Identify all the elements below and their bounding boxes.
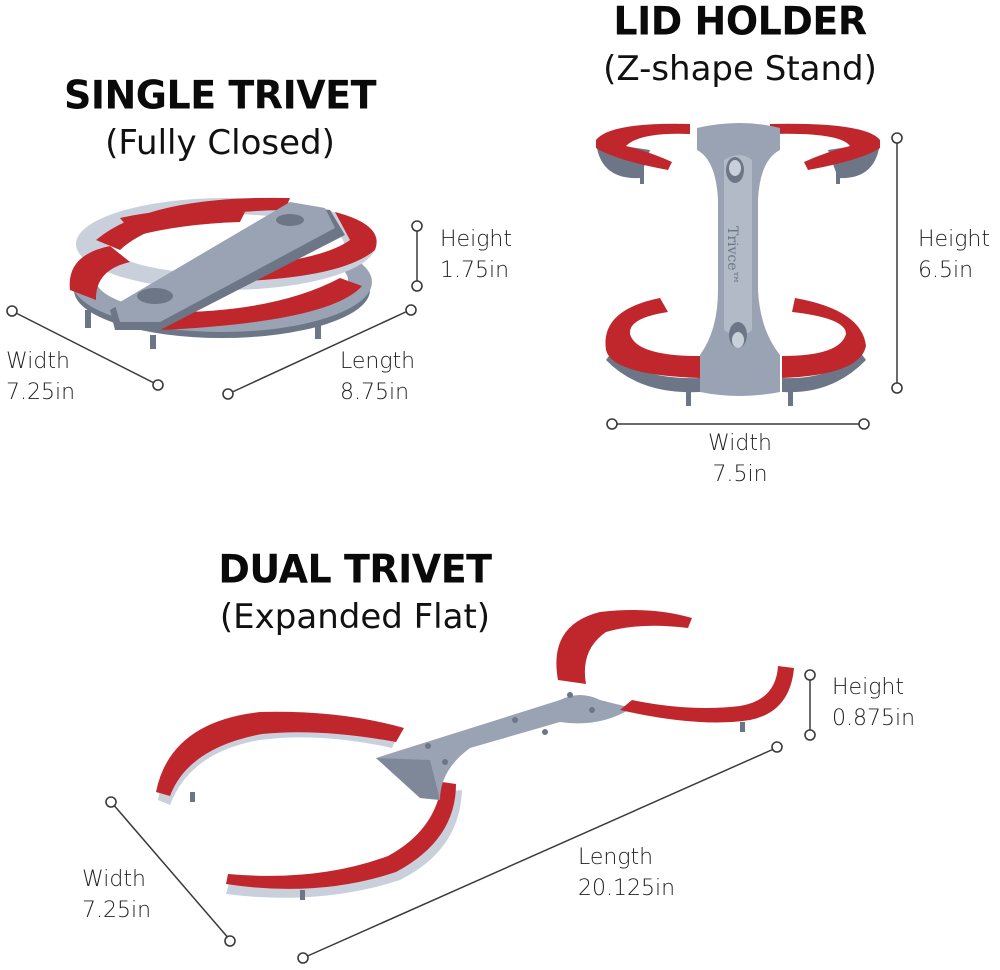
single-length-marker <box>222 304 417 400</box>
single-trivet-subtitle: (Fully Closed) <box>105 123 335 163</box>
single-trivet-image <box>69 197 377 349</box>
single-width-marker <box>6 305 164 391</box>
single-length-value: 8.75in <box>340 380 410 405</box>
dual-width-marker <box>105 796 236 947</box>
lid-height-value: 6.5in <box>918 258 974 283</box>
lid-height-label: Height 6.5in <box>918 224 990 286</box>
single-length-label: Length 8.75in <box>340 346 415 408</box>
lid-width-name: Width <box>708 431 772 456</box>
lid-width-label: Width 7.5in <box>690 428 790 490</box>
dual-trivet-image <box>156 610 794 900</box>
dual-length-name: Length <box>578 845 654 870</box>
dual-width-value: 7.25in <box>82 898 152 923</box>
dual-height-marker <box>804 669 816 741</box>
single-length-name: Length <box>340 349 416 374</box>
lid-width-value: 7.5in <box>712 462 768 487</box>
dual-length-marker <box>297 741 783 964</box>
single-height-name: Height <box>440 227 512 252</box>
trivce-brand-mark: Trivce™ <box>724 226 740 285</box>
single-height-marker <box>411 220 423 292</box>
single-height-label: Height 1.75in <box>440 224 512 286</box>
lid-height-marker <box>891 132 903 394</box>
single-height-value: 1.75in <box>440 258 510 283</box>
dual-height-label: Height 0.875in <box>832 672 915 734</box>
single-width-value: 7.25in <box>6 380 76 405</box>
dual-length-label: Length 20.125in <box>578 842 675 904</box>
dual-trivet-subtitle: (Expanded Flat) <box>219 597 491 637</box>
lid-height-name: Height <box>918 227 990 252</box>
lid-holder-subtitle: (Z-shape Stand) <box>603 49 877 89</box>
dual-trivet-title: DUAL TRIVET <box>218 546 492 592</box>
dual-width-label: Width 7.25in <box>82 864 151 926</box>
dual-width-name: Width <box>82 867 146 892</box>
single-width-name: Width <box>6 349 70 374</box>
lid-holder-title: LID HOLDER <box>613 0 867 44</box>
dual-height-name: Height <box>832 675 904 700</box>
single-width-label: Width 7.25in <box>6 346 75 408</box>
lid-width-marker <box>606 418 870 430</box>
dual-length-value: 20.125in <box>578 876 676 901</box>
dual-height-value: 0.875in <box>832 706 916 731</box>
single-trivet-title: SINGLE TRIVET <box>63 72 377 118</box>
lid-holder-image: Trivce™ <box>596 123 880 406</box>
